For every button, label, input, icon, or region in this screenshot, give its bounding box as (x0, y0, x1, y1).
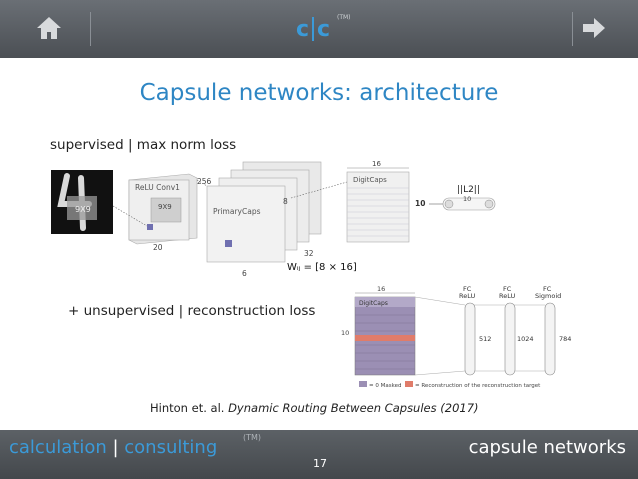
home-icon[interactable] (33, 12, 65, 44)
page-number: 17 (313, 457, 327, 470)
fc1-label: FC (463, 285, 472, 293)
fc1-units: 512 (479, 335, 491, 343)
dim-16: 16 (372, 160, 381, 168)
footer-tm: (TM) (243, 433, 262, 442)
reconstruction-decoder-diagram: 16 DigitCaps 10 FC ReLU 512 FC ReLU 1024… (333, 283, 585, 393)
fc2-activation: ReLU (499, 292, 516, 300)
fc3-layer (544, 302, 556, 376)
divider (90, 12, 91, 46)
legend-recon: = Reconstruction of the reconstruction t… (415, 383, 541, 389)
bottom-bar (0, 430, 638, 479)
footer-consulting: consulting (124, 437, 218, 458)
supervised-label: supervised | max norm loss (50, 137, 237, 153)
l2-norm-label: ||L2|| (457, 185, 480, 195)
citation-title: Dynamic Routing Between Capsules (2017) (228, 401, 479, 415)
logo-right: c (317, 16, 331, 42)
divider (572, 12, 573, 46)
logo-bar (312, 17, 315, 41)
legend-masked-swatch (359, 381, 367, 387)
fc2-label: FC (503, 285, 512, 293)
primarycaps-label: PrimaryCaps (213, 207, 261, 216)
legend-masked: = 0 Masked (369, 383, 401, 389)
unsupervised-label: + unsupervised | reconstruction loss (68, 303, 316, 319)
kernel2-label: 9X9 (158, 203, 172, 211)
digitcaps-label: DigitCaps (359, 300, 388, 307)
capsnet-architecture-diagram: 9X9 ReLU Conv1 9X9 256 20 PrimaryCaps 8 … (51, 160, 496, 278)
kernel-box (67, 196, 97, 220)
fc3-units: 784 (559, 335, 571, 343)
dim-10b: 10 (463, 195, 471, 203)
primarycaps-block (206, 185, 286, 263)
digitcaps-block (346, 171, 410, 243)
relu-conv1-label: ReLU Conv1 (135, 183, 180, 192)
fc3-label: FC (543, 285, 552, 293)
fc1-activation: ReLU (459, 292, 476, 300)
dim-10: 10 (341, 329, 349, 337)
citation-authors: Hinton et. al. (150, 401, 229, 415)
dim-32: 32 (304, 249, 314, 258)
dim-256: 256 (197, 177, 212, 186)
logo: c c (296, 14, 330, 44)
digitcaps-label: DigitCaps (353, 176, 387, 184)
footer-separator: | (106, 437, 125, 458)
logo-left: c (296, 16, 310, 42)
footer-topic: capsule networks (468, 437, 626, 458)
slide-title: Capsule networks: architecture (139, 80, 499, 106)
legend-recon-swatch (405, 381, 413, 387)
footer-calculation: calculation (9, 437, 107, 458)
kernel1-label: 9X9 (75, 205, 91, 214)
arrow-right-icon[interactable] (578, 12, 610, 44)
fc1-layer (464, 302, 476, 376)
wij-label: Wᵢⱼ = [8 × 16] (287, 262, 357, 273)
footer-brand: calculation | consulting (9, 437, 217, 458)
top-bar (0, 0, 638, 58)
logo-tm: (TM) (337, 14, 351, 21)
dim-6: 6 (242, 269, 247, 278)
fc3-activation: Sigmoid (535, 292, 561, 300)
fc2-layer (504, 302, 516, 376)
dim-16: 16 (377, 285, 385, 293)
fc2-units: 1024 (517, 335, 534, 343)
dim-8: 8 (283, 197, 288, 206)
dim-20: 20 (153, 243, 163, 252)
citation: Hinton et. al. Dynamic Routing Between C… (150, 401, 479, 415)
dim-10a: 10 (415, 199, 425, 208)
